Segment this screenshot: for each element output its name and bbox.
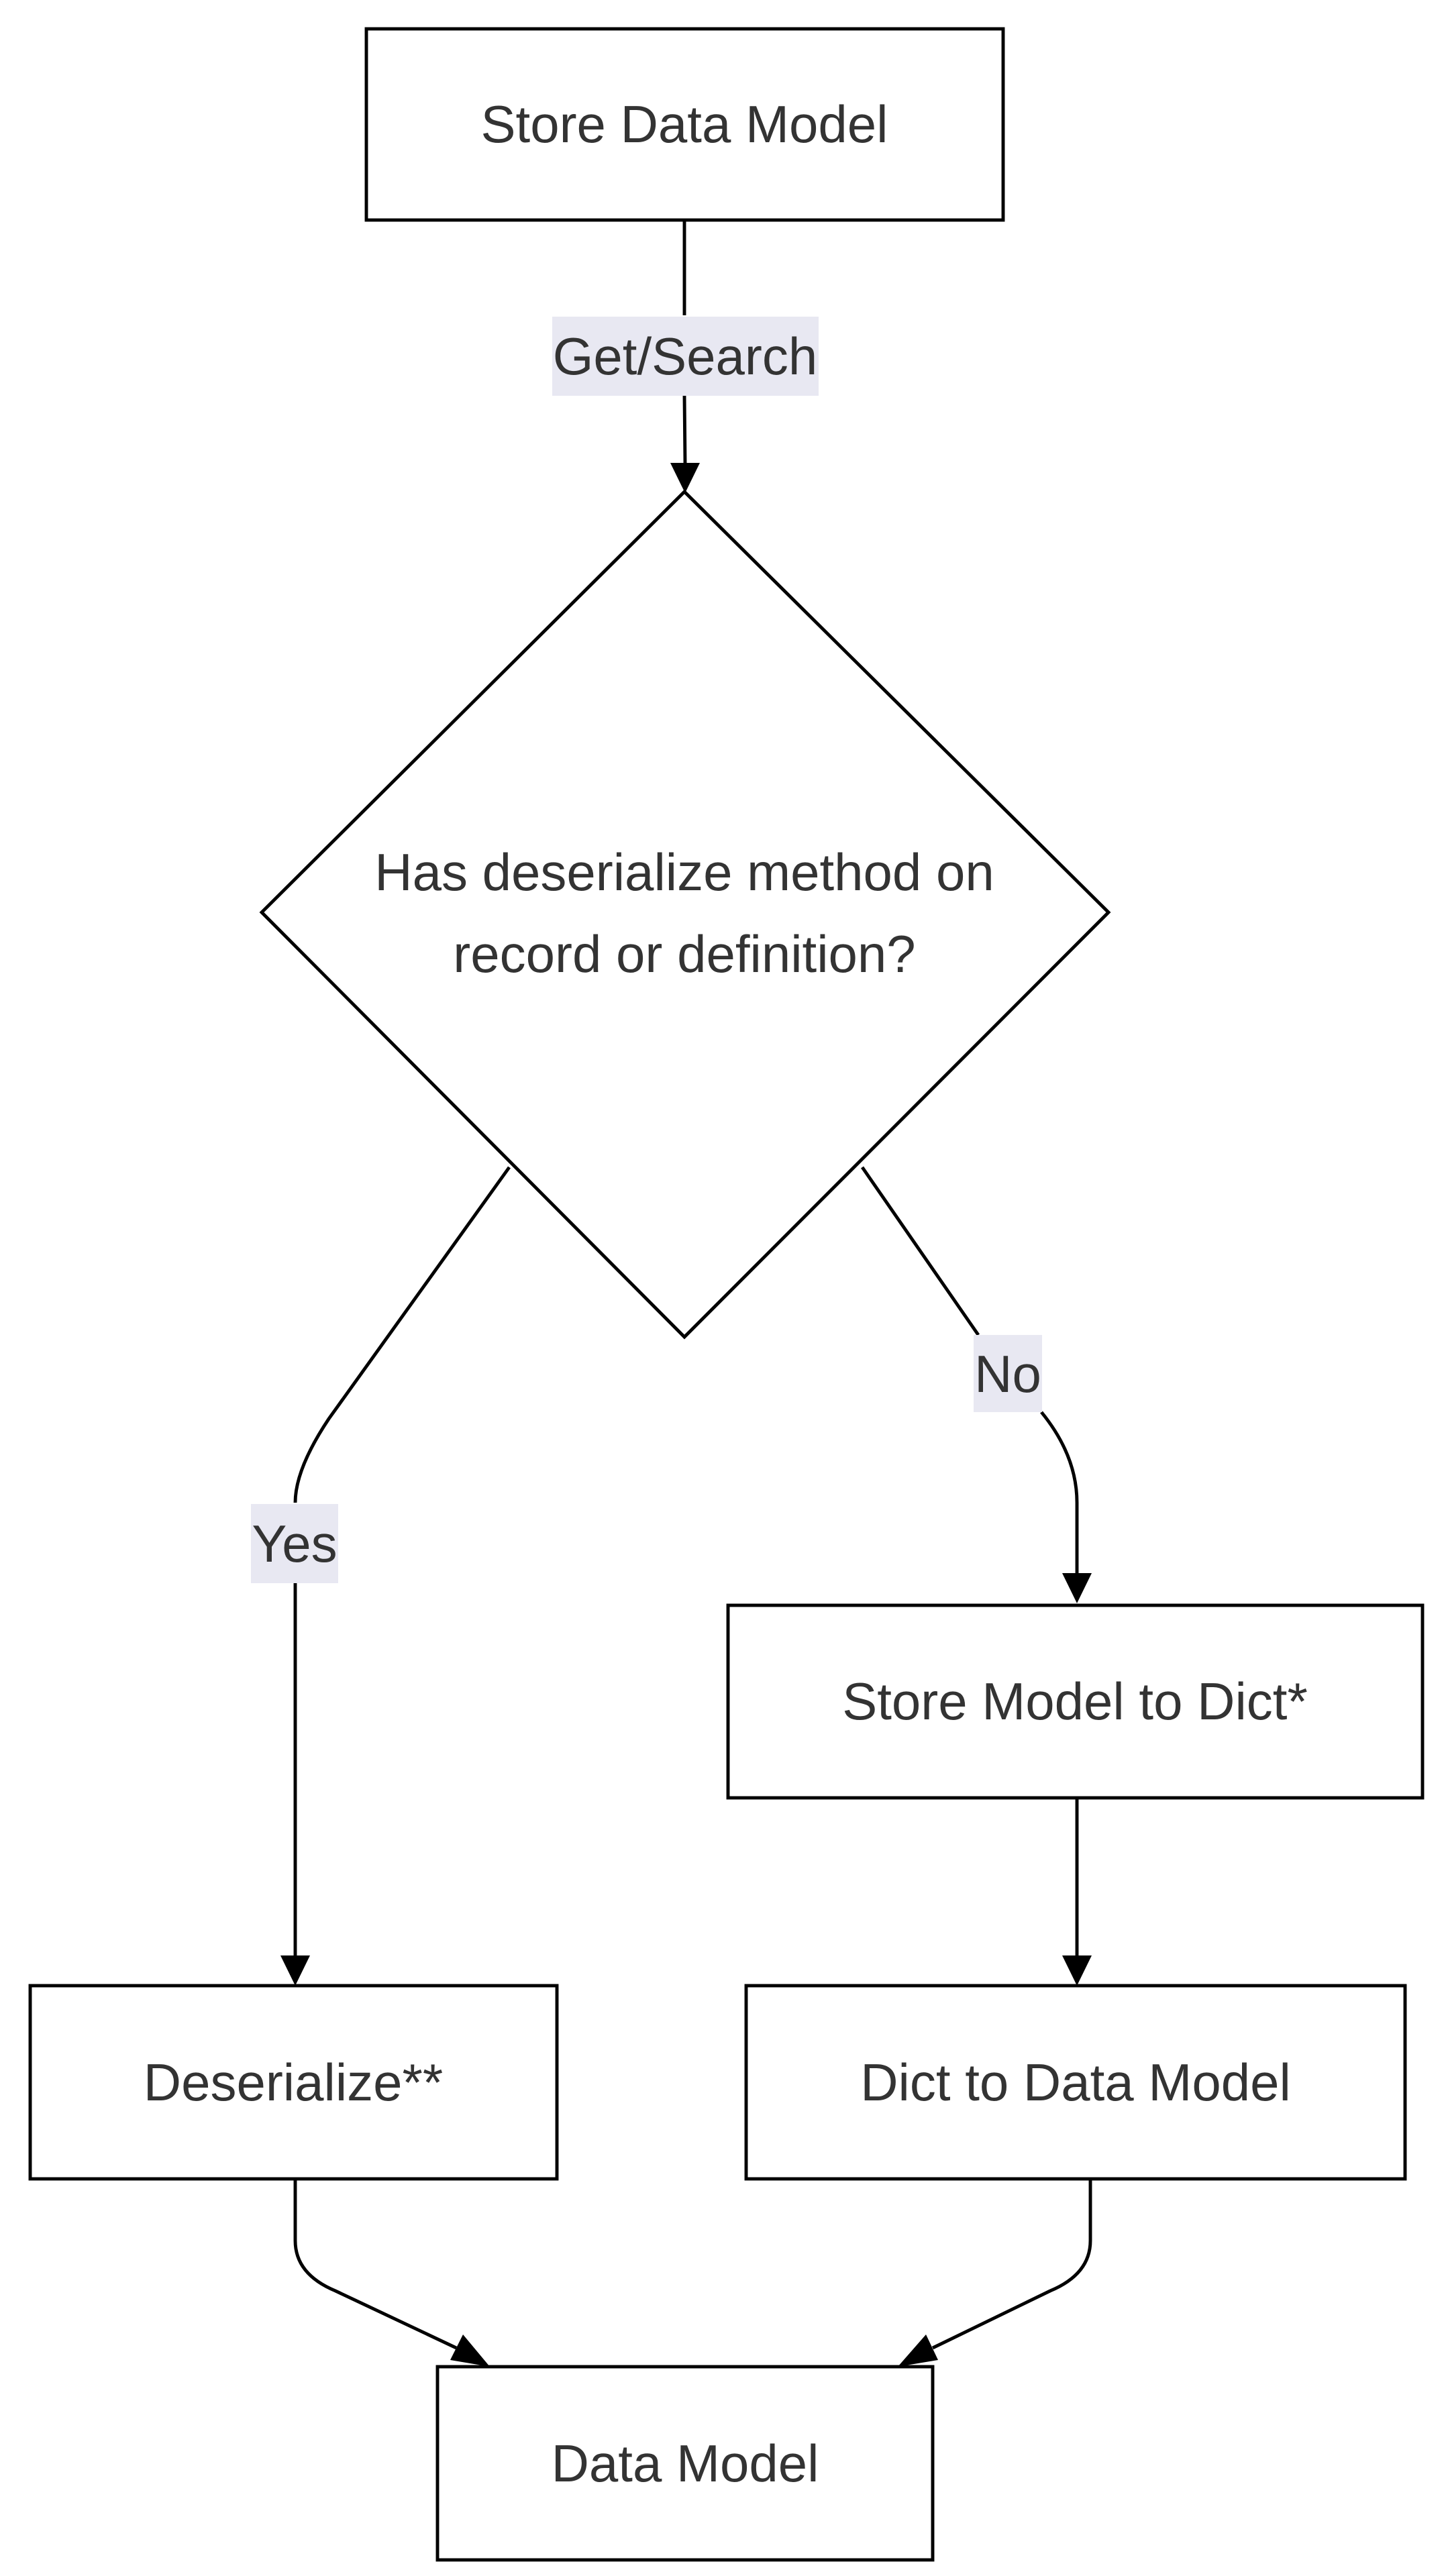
arrowhead-deserialize — [280, 1955, 310, 1986]
node-decision-label-line2: record or definition? — [453, 924, 915, 983]
node-dict-to-data-model: Dict to Data Model — [744, 1984, 1407, 2181]
edge-decision-to-store-dict — [860, 1166, 1079, 1573]
node-store-model-to-dict-label: Store Model to Dict* — [842, 1672, 1308, 1731]
edge-label-get-search: Get/Search — [552, 317, 819, 396]
arrowhead-store-dict — [1062, 1573, 1092, 1603]
edge-decision-to-deserialize — [293, 1166, 511, 1955]
node-data-model-label: Data Model — [552, 2434, 819, 2493]
edge-deserialize-to-data-model — [293, 2179, 458, 2350]
node-store-data-model: Store Data Model — [364, 27, 1005, 222]
edge-dict-model-to-data-model — [931, 2179, 1092, 2350]
node-decision-label-line1: Has deserialize method on — [374, 843, 994, 902]
edge-store-to-decision — [682, 220, 687, 464]
edge-label-yes: Yes — [251, 1504, 338, 1583]
edge-label-no: No — [974, 1335, 1042, 1412]
node-data-model: Data Model — [435, 2365, 935, 2562]
arrowhead-decision — [670, 463, 700, 493]
arrowhead-data-model-left — [450, 2334, 490, 2367]
node-deserialize-label: Deserialize** — [144, 2053, 444, 2112]
node-decision: Has deserialize method on record or defi… — [259, 489, 1111, 1340]
node-store-model-to-dict: Store Model to Dict* — [726, 1603, 1425, 1800]
node-dict-to-data-model-label: Dict to Data Model — [860, 2053, 1291, 2112]
node-deserialize: Deserialize** — [28, 1984, 559, 2181]
edge-label-no-text: No — [974, 1344, 1041, 1403]
arrowhead-data-model-right — [898, 2334, 938, 2367]
edges — [280, 220, 1092, 2367]
node-store-data-model-label: Store Data Model — [481, 95, 888, 154]
edge-label-get-search-text: Get/Search — [553, 327, 818, 386]
arrowhead-dict-model — [1062, 1955, 1092, 1986]
edge-label-yes-text: Yes — [252, 1514, 337, 1573]
